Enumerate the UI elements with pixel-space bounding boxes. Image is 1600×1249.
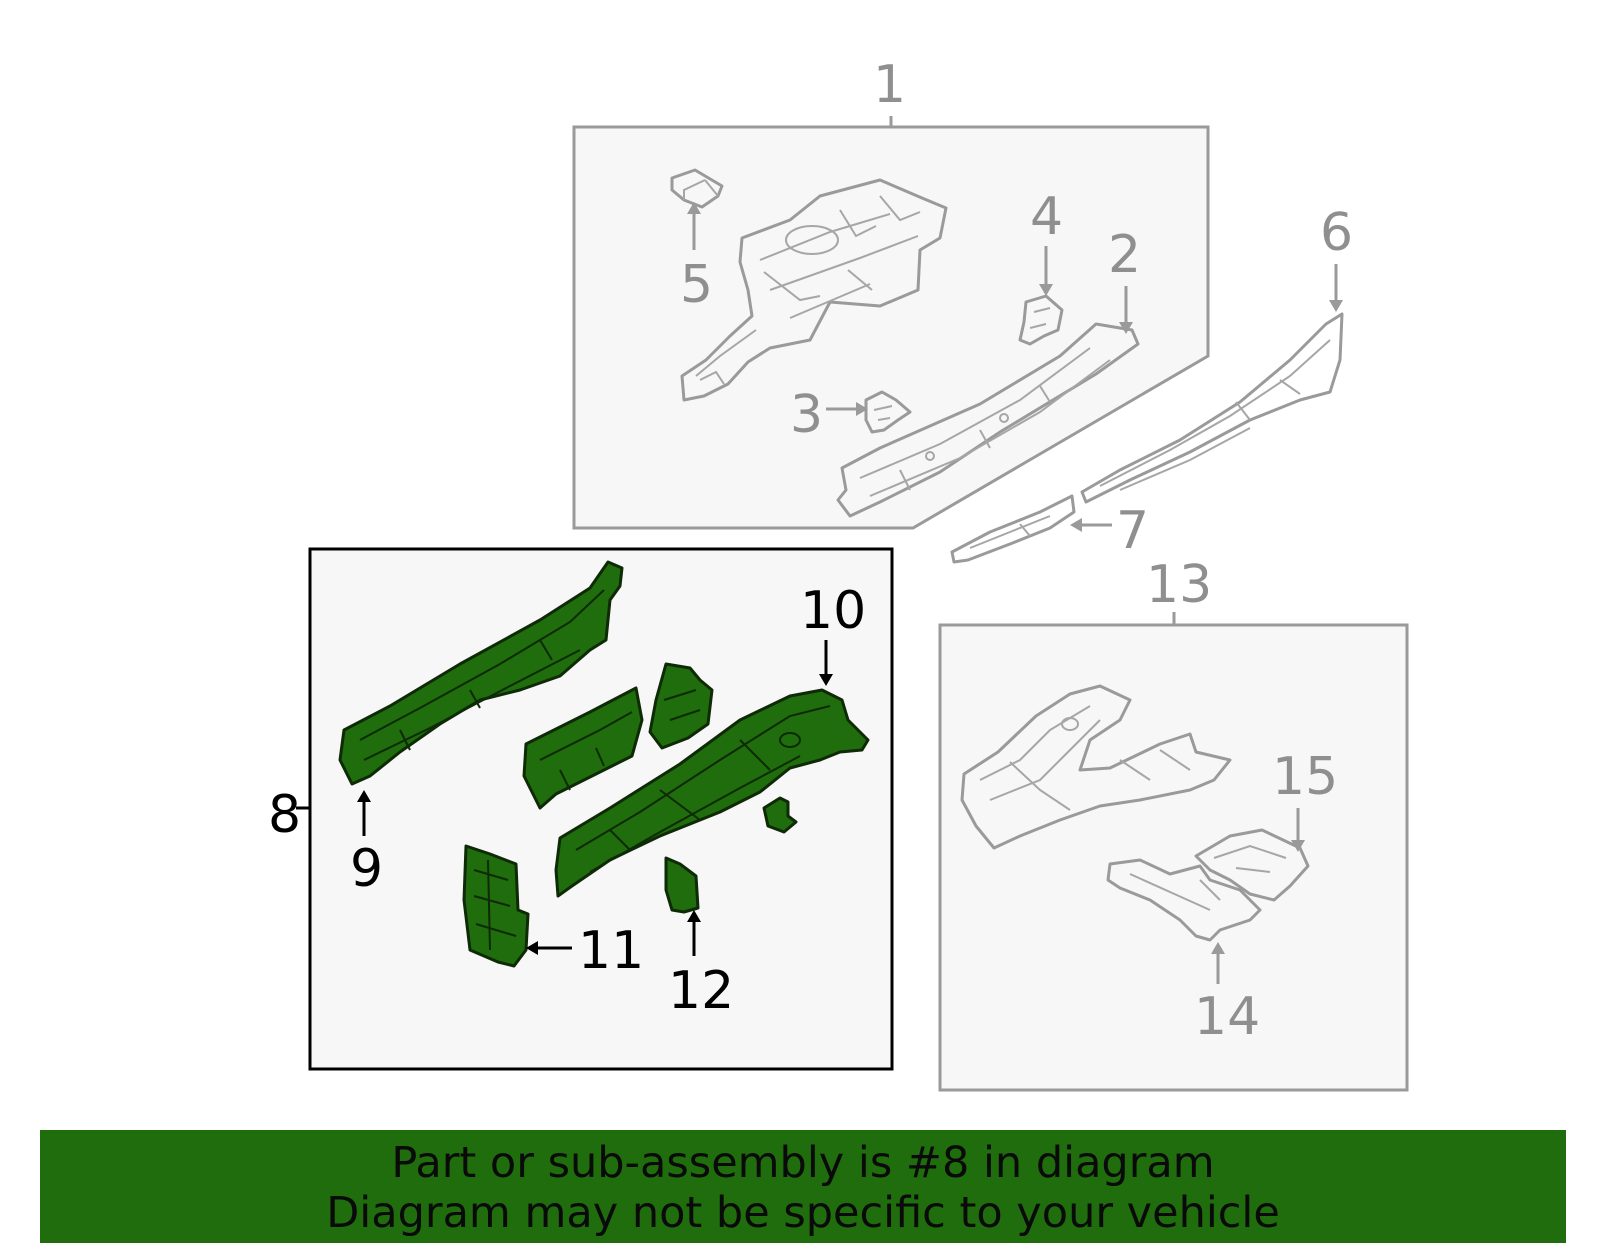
arrow-6-head <box>1329 300 1343 312</box>
callout-5[interactable]: 5 <box>680 255 713 315</box>
part-12-bracket[interactable] <box>664 856 700 914</box>
part-9-rail[interactable] <box>338 560 624 786</box>
callout-6[interactable]: 6 <box>1320 203 1353 263</box>
callout-2[interactable]: 2 <box>1108 225 1141 285</box>
banner-line-2: Diagram may not be specific to your vehi… <box>326 1188 1280 1238</box>
part-15-crossmember[interactable] <box>1194 828 1310 902</box>
callout-9[interactable]: 9 <box>350 839 383 899</box>
callout-1[interactable]: 1 <box>873 55 906 115</box>
part-1-apron[interactable] <box>680 178 948 402</box>
callout-10[interactable]: 10 <box>800 581 866 641</box>
callout-15[interactable]: 15 <box>1272 747 1338 807</box>
arrow-9-head <box>357 790 371 802</box>
arrow-12-head <box>687 910 701 922</box>
assembly-13-group: 13 14 15 <box>938 555 1409 1092</box>
arrow-10-head <box>819 674 833 686</box>
part-13-floor[interactable] <box>960 684 1232 850</box>
callout-7[interactable]: 7 <box>1116 501 1149 561</box>
part-11-panel[interactable] <box>462 844 530 968</box>
part-10-rail[interactable] <box>554 688 870 898</box>
assembly-8-group: 8 9 10 <box>268 547 894 1071</box>
arrow-3-head <box>856 402 868 416</box>
part-7-bracket[interactable] <box>950 494 1076 564</box>
part-8-panel[interactable] <box>522 686 644 810</box>
arrow-14-head <box>1211 942 1225 954</box>
callout-8[interactable]: 8 <box>268 785 301 845</box>
part-2-rail[interactable] <box>836 322 1140 518</box>
arrow-2-head <box>1119 322 1133 334</box>
banner-line-1: Part or sub-assembly is #8 in diagram <box>391 1138 1215 1188</box>
part-4-bracket[interactable] <box>1018 294 1064 346</box>
part-8-bracket[interactable] <box>648 662 714 750</box>
arrow-15-head <box>1291 840 1305 852</box>
part-14-crossmember[interactable] <box>1106 858 1262 942</box>
assembly-1-group: 1 5 4 2 <box>572 55 1210 530</box>
callout-11[interactable]: 11 <box>578 921 644 981</box>
arrow-4-head <box>1039 284 1053 296</box>
part-3-bracket[interactable] <box>864 390 912 434</box>
callout-13[interactable]: 13 <box>1146 555 1212 615</box>
assembly-13-box <box>938 623 1409 1092</box>
part-5-bracket[interactable] <box>670 168 724 209</box>
callout-14[interactable]: 14 <box>1194 987 1260 1047</box>
callout-4[interactable]: 4 <box>1030 187 1063 247</box>
arrow-7-head <box>1070 518 1082 532</box>
part-8-small-bracket[interactable] <box>762 796 798 834</box>
assembly-1-box <box>572 125 1210 530</box>
arrow-11-head <box>526 941 538 955</box>
callout-12[interactable]: 12 <box>668 961 734 1021</box>
info-banner: Part or sub-assembly is #8 in diagram Di… <box>40 1130 1566 1243</box>
part-6-rail[interactable] <box>1080 312 1344 504</box>
callout-3[interactable]: 3 <box>790 385 823 445</box>
arrow-5-head <box>687 202 701 214</box>
